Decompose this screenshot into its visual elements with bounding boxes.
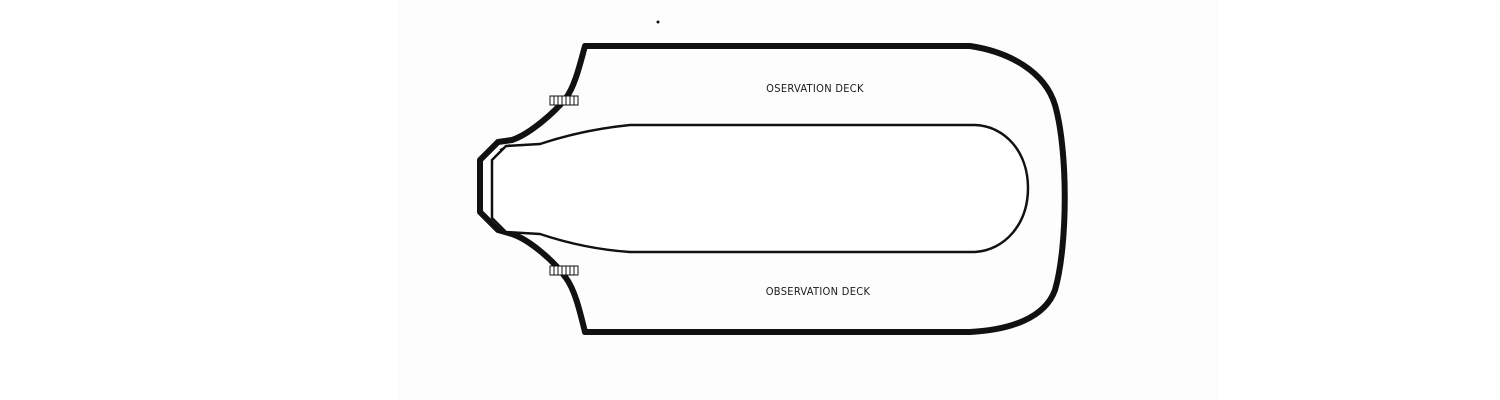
top-stairs [549,95,579,106]
bottom-stairs [549,265,579,276]
hull-outline [477,43,1068,335]
central-cabin [490,123,1030,254]
stray-dot [656,20,660,24]
bottom-deck-label: OBSERVATION DECK [766,285,871,298]
top-deck-label: OSERVATION DECK [766,82,864,95]
